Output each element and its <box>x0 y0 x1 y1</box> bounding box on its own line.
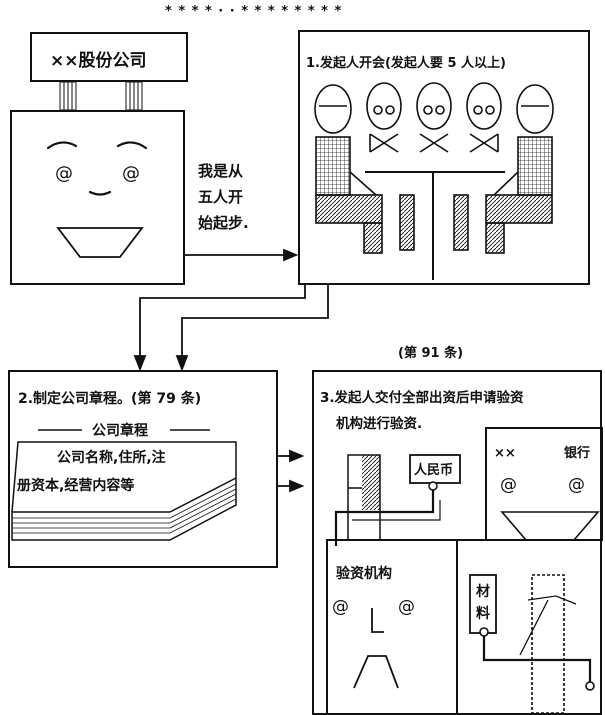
speech-line-1: 我是从 <box>198 162 244 180</box>
articles-book <box>11 429 237 541</box>
arrow-to-step1 <box>185 248 299 262</box>
verify-face: @ @ <box>332 597 415 689</box>
step2-title: 2.制定公司章程。(第 79 条) <box>18 391 202 407</box>
bank-label-left: ×× <box>494 446 516 461</box>
payer-figure <box>334 454 461 546</box>
bank-label-right: 银行 <box>564 445 590 461</box>
step3-title-line-2: 机构进行验资. <box>336 416 423 432</box>
company-face: @ @ <box>46 141 148 258</box>
verify-label: 验资机构 <box>336 565 392 582</box>
book-line-1: 公司名称,住所,注 <box>57 449 166 466</box>
svg-text:@: @ <box>500 475 517 495</box>
svg-text:@: @ <box>568 475 585 495</box>
step1-title: 1.发起人开会(发起人要 5 人以上) <box>306 56 506 71</box>
arrows-to-step3 <box>278 449 305 493</box>
company-face-box <box>10 110 185 285</box>
meeting-illustration <box>314 82 554 280</box>
step3-title-line-1: 3.发起人交付全部出资后申请验资 <box>320 390 524 406</box>
svg-text:@: @ <box>122 163 140 184</box>
svg-text:@: @ <box>55 163 73 184</box>
sign-connectors <box>59 81 143 111</box>
svg-text:@: @ <box>332 597 349 617</box>
bank-face: @ @ <box>500 475 600 541</box>
material-figure <box>469 574 595 714</box>
speech-line-3: 始起步. <box>198 214 249 232</box>
rmb-label: 人民币 <box>414 462 453 478</box>
article-91-reference: (第 91 条) <box>398 346 464 361</box>
svg-text:@: @ <box>398 597 415 617</box>
arrows-to-step2 <box>133 285 329 372</box>
company-sign-box: ××股份公司 <box>30 32 188 82</box>
company-sign-text: ××股份公司 <box>50 51 147 71</box>
decorative-stars: * * * * · · * * * * * * * * <box>165 4 343 19</box>
book-title: 公司章程 <box>92 422 148 439</box>
speech-line-2: 五人开 <box>198 188 244 206</box>
material-label-2: 料 <box>476 605 490 622</box>
material-label-1: 材 <box>476 583 490 600</box>
book-line-2: 册资本,经营内容等 <box>17 477 134 494</box>
